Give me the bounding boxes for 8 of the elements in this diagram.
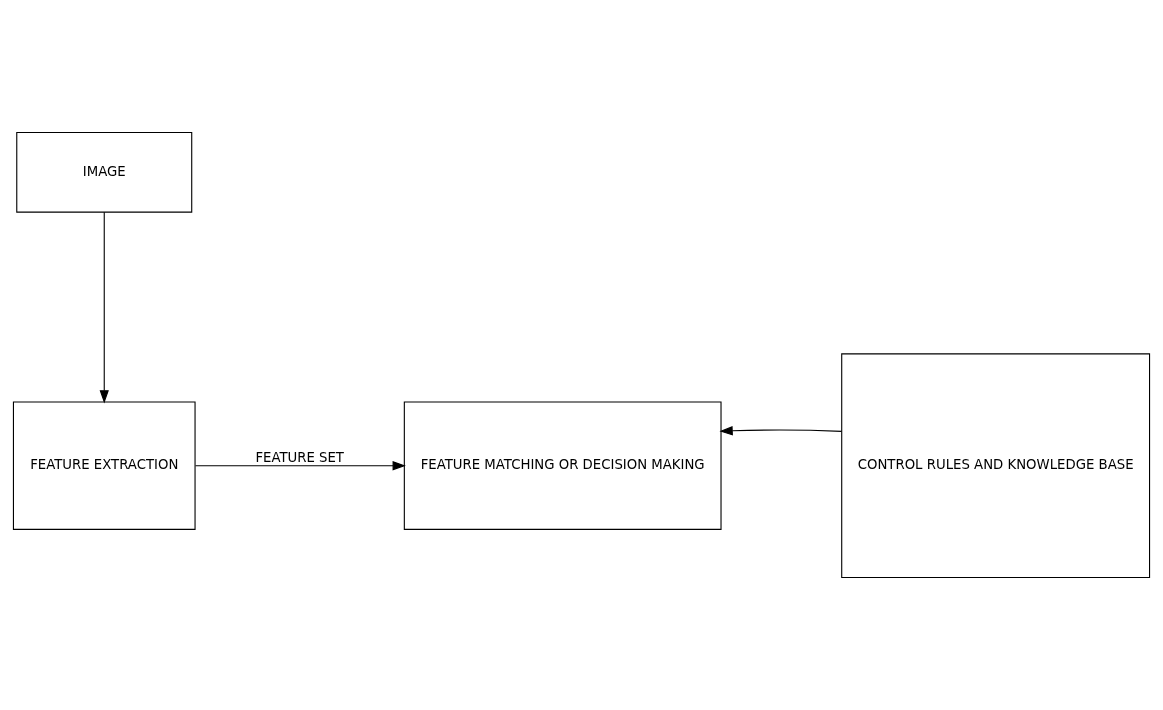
arrow (719, 426, 843, 436)
node-box: CONTROL RULES AND KNOWLEDGE BASE (841, 353, 1151, 579)
arrow (194, 461, 406, 471)
node-box: IMAGE (16, 131, 193, 213)
arrow (99, 211, 109, 404)
node-box: FEATURE MATCHING OR DECISION MAKING (403, 401, 722, 530)
node-box: FEATURE EXTRACTION (12, 401, 196, 530)
edge-label: FEATURE SET (255, 449, 344, 465)
